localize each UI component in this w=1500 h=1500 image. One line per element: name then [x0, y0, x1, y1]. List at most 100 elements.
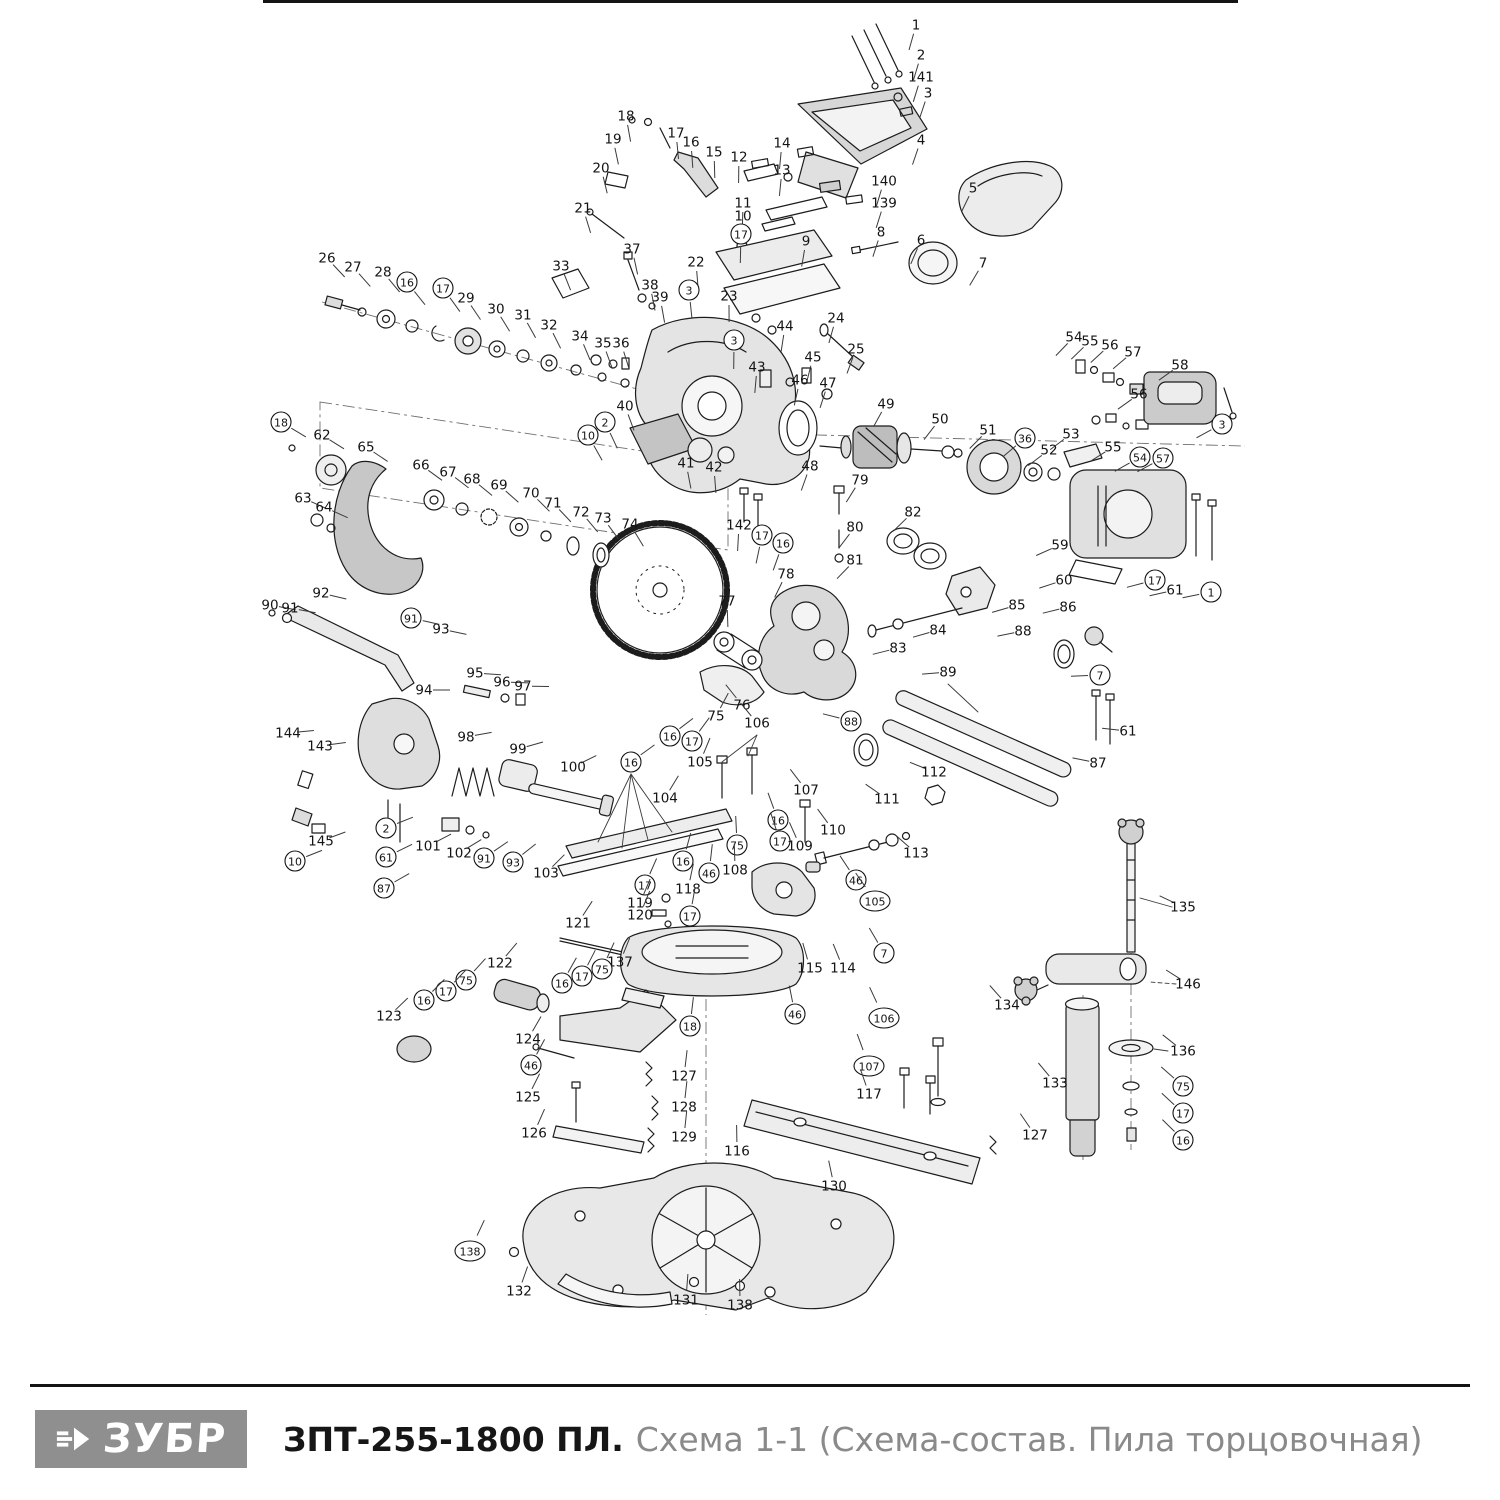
part-balloon — [270, 411, 292, 433]
leader-line — [373, 451, 388, 462]
link-plate — [713, 631, 763, 671]
part-number: 23 — [720, 289, 737, 305]
leader-line — [669, 775, 679, 791]
leader-line — [1165, 969, 1181, 980]
leader-line — [358, 273, 371, 287]
part-number: 92 — [312, 586, 329, 602]
part-balloon — [681, 730, 703, 752]
part-number: 10 — [734, 209, 751, 225]
leader-line — [1196, 429, 1212, 439]
leader-line — [1090, 350, 1104, 363]
part-number: 93 — [432, 622, 449, 638]
part-number: 48 — [801, 459, 818, 475]
leader-line — [1072, 757, 1090, 762]
part-number: 102 — [446, 846, 472, 862]
part-number: 112 — [921, 765, 947, 781]
leader-line — [586, 518, 599, 533]
latch-parts — [551, 116, 719, 370]
part-number: 97 — [514, 679, 531, 695]
part-number: 114 — [830, 961, 856, 977]
pivot-bolts — [833, 485, 947, 570]
part-number: 30 — [487, 302, 504, 318]
leader-line — [396, 816, 414, 824]
leader-line — [582, 900, 593, 916]
part-balloon — [679, 1015, 701, 1037]
dust-adapter — [850, 241, 958, 285]
part-number: 10 — [288, 856, 302, 869]
part-number: 105 — [687, 755, 713, 771]
arbor-shaft-parts — [324, 295, 630, 388]
part-balloon — [1152, 447, 1174, 469]
leader-line — [609, 432, 618, 449]
part-number: 120 — [627, 908, 653, 924]
leader-line — [606, 942, 615, 959]
part-number: 61 — [1119, 724, 1136, 740]
leader-line — [1038, 1062, 1050, 1077]
part-number: 16 — [663, 731, 677, 744]
part-balloon — [400, 607, 422, 629]
leader-line — [394, 873, 410, 883]
part-number: 2 — [383, 823, 390, 836]
part-number: 29 — [457, 291, 474, 307]
part-number: 81 — [846, 553, 863, 569]
part-number: 3 — [731, 335, 738, 348]
leader-line — [1019, 1113, 1031, 1128]
part-number: 75 — [707, 709, 724, 725]
part-balloon — [1172, 1075, 1194, 1097]
part-number: 108 — [722, 863, 748, 879]
lock-knob — [396, 978, 550, 1063]
part-number: 127 — [1022, 1128, 1048, 1144]
turntable — [532, 925, 805, 1059]
leader-line — [689, 863, 694, 881]
leader-line — [691, 887, 696, 905]
leader-line — [822, 713, 840, 719]
part-number: 17 — [1148, 575, 1162, 588]
leader-line — [770, 813, 777, 830]
leader-line — [580, 755, 597, 764]
part-number: 16 — [400, 277, 414, 290]
part-number: 31 — [514, 308, 531, 324]
part-number: 107 — [793, 783, 819, 799]
part-number: 47 — [819, 376, 836, 392]
part-number: 46 — [702, 868, 716, 881]
leader-line — [1035, 548, 1053, 556]
part-number: 144 — [275, 726, 301, 742]
leader-line — [726, 609, 729, 628]
part-number: 83 — [889, 641, 906, 657]
leader-line — [922, 672, 940, 675]
leader-line — [912, 85, 919, 102]
leader-line — [793, 388, 799, 406]
part-balloon — [678, 279, 700, 301]
leader-line — [896, 835, 910, 848]
part-number: 145 — [308, 834, 334, 850]
part-number: 33 — [552, 259, 569, 275]
part-number: 63 — [294, 491, 311, 507]
part-number: 123 — [376, 1009, 402, 1025]
part-number: 141 — [908, 70, 934, 86]
part-number: 41 — [677, 456, 694, 472]
part-number: 107 — [859, 1061, 880, 1074]
leader-line — [453, 969, 467, 983]
part-number: 2 — [917, 48, 926, 64]
part-number: 129 — [671, 1130, 697, 1146]
part-number: 9 — [802, 234, 811, 250]
part-number: 36 — [1018, 433, 1032, 446]
leader-line — [989, 985, 1002, 999]
leader-line — [329, 831, 346, 839]
part-number: 142 — [726, 518, 752, 534]
part-number: 32 — [540, 318, 557, 334]
part-number: 17 — [439, 986, 453, 999]
part-number: 98 — [457, 730, 474, 746]
part-number: 14 — [773, 136, 790, 152]
dust-chute — [958, 160, 1063, 237]
model-number: ЗПТ-255-1800 ПЛ. — [283, 1419, 624, 1459]
part-number: 93 — [506, 857, 520, 870]
leader-line — [627, 124, 632, 142]
part-number: 24 — [827, 311, 844, 327]
leader-line — [1114, 462, 1130, 472]
part-number: 54 — [1065, 330, 1082, 346]
leader-line — [709, 844, 713, 862]
leader-line — [1161, 1092, 1175, 1106]
part-number: 56 — [1101, 338, 1118, 354]
part-number: 55 — [1081, 334, 1098, 350]
